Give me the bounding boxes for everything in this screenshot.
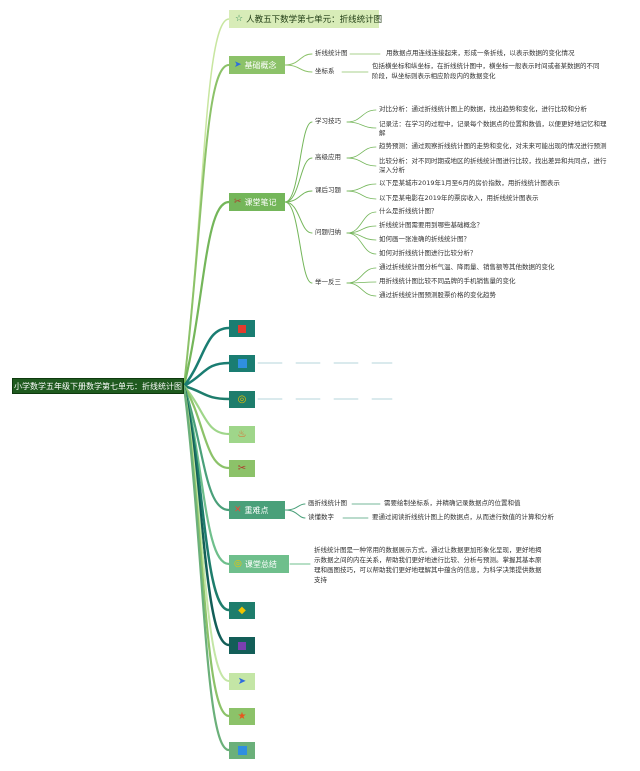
branch-class-summary-label: 课堂总结	[244, 559, 277, 569]
branch-target[interactable]: ◎	[229, 391, 255, 408]
blue-square-icon	[237, 746, 247, 755]
purple-square-icon	[238, 641, 246, 650]
notes-group-extension[interactable]: 举一反三	[315, 278, 341, 286]
branch-key-points[interactable]: ✕ 重难点	[229, 501, 285, 519]
keypoint-read-numbers[interactable]: 读懂数字	[308, 513, 334, 521]
notes-item: 折线统计图需要用到哪些基础概念？	[379, 221, 483, 229]
star-outline-icon: ☆	[235, 13, 244, 24]
summary-line: 折线统计图是一种常用的数据展示方式，通过让数据更加形象化呈现，更好地揭	[314, 546, 542, 554]
basic-item-coordinates[interactable]: 坐标系	[315, 67, 335, 75]
gem-icon: ◆	[238, 605, 246, 616]
blue-square-icon	[237, 359, 247, 368]
branch-blue-square-bottom[interactable]	[229, 742, 255, 759]
notes-item: 如何对折线统计图进行比较分析？	[379, 249, 477, 257]
notes-group-study-tips[interactable]: 学习技巧	[315, 117, 341, 125]
notes-item: 以下是某电影在2019年的票房收入，用折线统计图表示	[379, 194, 539, 202]
summary-line: 支持	[314, 576, 327, 584]
notes-item: 趋势预测：通过观察折线统计图的走势和变化，对未来可能出现的情况进行预测	[379, 142, 607, 150]
notes-item: 如何画一张准确的折线统计图？	[379, 235, 470, 243]
basic-item-line-chart[interactable]: 折线统计图	[315, 49, 348, 57]
notes-item: 记录法：在学习的过程中，记录每个数据点的位置和数值，以便更好地记忆和理	[379, 120, 607, 128]
branch-fire[interactable]: ♨	[229, 426, 255, 443]
branch-paper-plane[interactable]: ➤	[229, 673, 255, 690]
branch-key-points-label: 重难点	[244, 505, 269, 515]
basic-item-coordinates-desc-2: 阶段，纵坐标则表示相应阶段内的数据变化	[372, 72, 496, 80]
keypoint-draw-chart-desc: 需要绘制坐标系，并精确记录数据点的位置和值	[384, 499, 521, 507]
branch-star[interactable]: ★	[229, 708, 255, 725]
root-topic[interactable]: 小学数学五年级下册数学第七单元：折线统计图	[12, 378, 184, 394]
keypoint-draw-chart[interactable]: 画折线统计图	[308, 499, 347, 507]
target-icon: ◎	[237, 394, 247, 405]
target-icon: ◎	[234, 558, 242, 569]
notes-item: 通过折线统计图分析气温、降雨量、销售额等其他数据的变化	[379, 263, 555, 271]
xmind-logo-icon: ✕	[234, 504, 242, 515]
notes-group-questions[interactable]: 问题归纳	[315, 228, 341, 236]
notes-item: 解	[379, 129, 386, 137]
notes-item: 深入分析	[379, 166, 405, 174]
notes-item: 通过折线统计图预测股票价格的变化趋势	[379, 291, 496, 299]
star-icon: ★	[237, 711, 247, 722]
tools-icon: ✂	[237, 463, 247, 474]
branch-tools[interactable]: ✂	[229, 460, 255, 477]
branch-basic-concepts-label: 基础概念	[244, 60, 277, 70]
notes-item: 对比分析：通过折线统计图上的数据，找出趋势和变化，进行比较和分析	[379, 105, 587, 113]
tools-icon: ✂	[234, 196, 242, 207]
notes-item: 什么是折线统计图？	[379, 207, 438, 215]
branch-title[interactable]: ☆ 人教五下数学第七单元：折线统计图	[229, 10, 383, 28]
branch-class-notes[interactable]: ✂ 课堂笔记	[229, 193, 285, 211]
notes-group-advanced[interactable]: 高级应用	[315, 153, 341, 161]
notes-item: 以下是某城市2019年1月至6月的房价指数，用折线统计图表示	[379, 179, 560, 187]
branch-title-label: 人教五下数学第七单元：折线统计图	[246, 15, 383, 25]
red-square-icon	[238, 324, 246, 333]
fire-icon: ♨	[237, 429, 247, 440]
branch-class-notes-label: 课堂笔记	[244, 197, 277, 207]
notes-item: 用折线统计图比较不同品牌的手机销售量的变化	[379, 277, 516, 285]
branch-red-square[interactable]	[229, 320, 255, 337]
keypoint-read-numbers-desc: 要通过阅读折线统计图上的数据点，从而进行数值的计算和分析	[372, 513, 554, 521]
root-topic-label: 小学数学五年级下册数学第七单元：折线统计图	[14, 381, 182, 391]
basic-item-line-chart-desc: 用数据点用连线连接起来，形成一条折线，以表示数据的变化情况	[386, 49, 575, 57]
branch-blue-square[interactable]	[229, 355, 255, 372]
notes-item: 比较分析：对不同时期或地区的折线统计图进行比较，找出差异和共同点，进行	[379, 157, 607, 165]
paper-plane-icon: ➤	[237, 676, 247, 687]
basic-item-coordinates-desc-1: 包括横坐标和纵坐标，在折线统计图中，横坐标一般表示时间或者某数据的不同	[372, 62, 600, 70]
notes-group-homework[interactable]: 课后习题	[315, 186, 341, 194]
paper-plane-icon: ➤	[234, 59, 242, 70]
summary-line: 示数据之间的内在关系，帮助我们更好地进行比较、分析与预测。掌握其基本原	[314, 556, 542, 564]
branch-class-summary[interactable]: ◎ 课堂总结	[229, 555, 289, 573]
branch-purple-square[interactable]	[229, 637, 255, 654]
branch-gem[interactable]: ◆	[229, 602, 255, 619]
branch-basic-concepts[interactable]: ➤ 基础概念	[229, 56, 285, 74]
summary-line: 理和画图技巧，可以帮助我们更好地理解其中蕴含的信息，为科学决策提供数据	[314, 566, 542, 574]
